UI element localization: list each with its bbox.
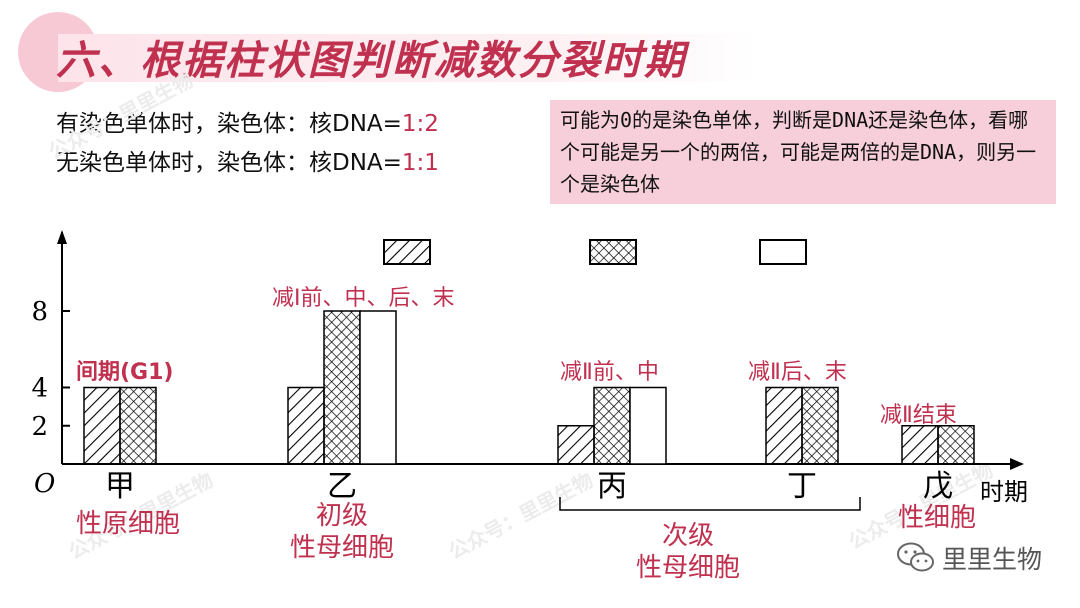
ratio-text: 有染色单体时，染色体：核DNA= [56, 111, 402, 137]
bar-diagonal-hatch [83, 386, 121, 465]
category-label: 丁 [787, 469, 817, 504]
page-title: 六、根据柱状图判断减数分裂时期 [56, 38, 686, 84]
cell-type-label: 初级 性母细胞 [290, 501, 395, 563]
stage-label: 减Ⅱ结束 [880, 403, 957, 428]
stage-label: 减Ⅱ前、中 [560, 360, 659, 385]
ratio-text: 无染色单体时，染色体：核DNA= [56, 150, 402, 176]
note-box: 可能为0的是染色单体，判断是DNA还是染色体，看哪个可能是另一个的两倍，可能是两… [550, 100, 1056, 204]
brand-name: 里里生物 [942, 545, 1043, 574]
bar-cross-hatch [323, 310, 361, 465]
bracket [559, 497, 861, 511]
category-label: 丙 [597, 469, 627, 504]
y-tick-label: 2 [31, 412, 48, 442]
ratio-value: 1:1 [401, 150, 439, 176]
legend-swatch-diagonal-hatch [383, 239, 431, 265]
bar-blank [629, 386, 667, 465]
bar-blank [359, 310, 397, 465]
cell-type-label: 次级 性母细胞 [636, 521, 741, 583]
origin-label: O [34, 469, 55, 499]
legend-swatch-cross-hatch [589, 239, 637, 265]
category-label: 戊 [923, 469, 953, 504]
legend-swatch-blank [759, 239, 807, 265]
stage-label: 减Ⅱ后、末 [748, 360, 847, 385]
x-axis-label: 时期 [980, 478, 1028, 506]
category-label: 乙 [327, 469, 357, 504]
ratio-value: 1:2 [401, 111, 439, 137]
stage-label: 间期(G1) [76, 360, 174, 385]
title-bar [58, 34, 758, 82]
y-axis-arrow [57, 230, 67, 244]
bar-cross-hatch [593, 386, 631, 465]
y-tick-label: 4 [31, 374, 48, 404]
stage-label: 减Ⅰ前、中、后、末 [272, 286, 455, 311]
category-label: 甲 [105, 469, 135, 504]
wechat-icon [897, 542, 934, 572]
ratio-line-without-chromatid: 无染色单体时，染色体：核DNA=1:1 [56, 143, 439, 177]
x-axis-arrow [1010, 458, 1024, 470]
ratio-line-with-chromatid: 有染色单体时，染色体：核DNA=1:2 [56, 104, 439, 138]
bar-cross-hatch [801, 386, 839, 465]
bar-cross-hatch [937, 425, 975, 465]
cell-type-label: 性原细胞 [76, 509, 181, 539]
bar-cross-hatch [119, 386, 157, 465]
bar-diagonal-hatch [287, 386, 325, 465]
bar-diagonal-hatch [901, 425, 939, 465]
y-tick-label: 8 [31, 297, 48, 327]
brand: 里里生物 [896, 540, 1042, 576]
bar-diagonal-hatch [557, 425, 595, 465]
cell-type-label: 性细胞 [898, 503, 977, 533]
bar-diagonal-hatch [765, 386, 803, 465]
